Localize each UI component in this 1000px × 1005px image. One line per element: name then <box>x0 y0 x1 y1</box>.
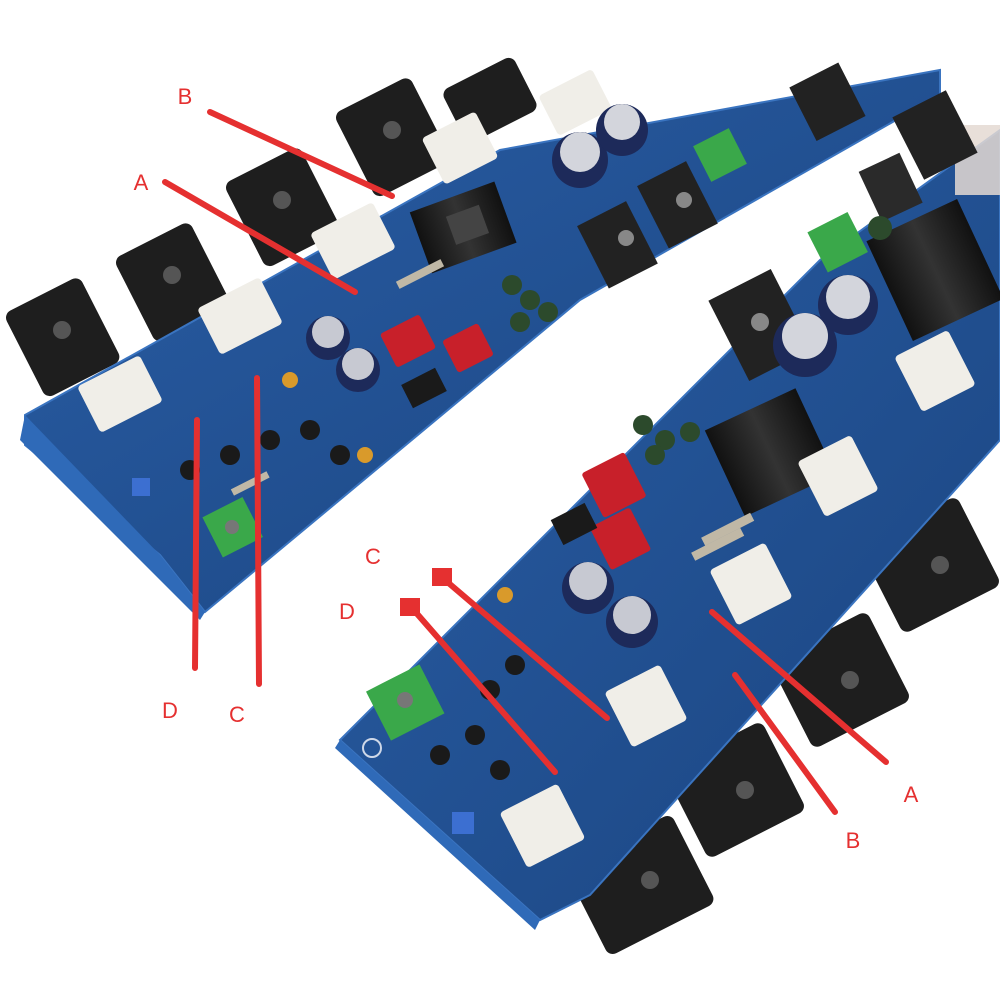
right-board-resistor-blocks <box>500 331 975 867</box>
right-callout-label-a: A <box>903 782 919 807</box>
right-board-small-parts <box>362 512 755 834</box>
right-board-electrolytics <box>562 216 892 648</box>
left-board-electrolytics <box>306 104 648 392</box>
right-callout-label-b: B <box>845 828 861 853</box>
right-callout-marker-d <box>400 598 420 616</box>
left-callout-line-b <box>207 109 395 199</box>
right-board-heatsinks <box>704 152 1000 517</box>
left-callout-label-c: C <box>229 702 245 727</box>
left-board-heatsink <box>409 181 517 274</box>
right-board-opamp <box>550 502 598 546</box>
right-callout-line-d <box>409 605 558 775</box>
right-callout-marker-c <box>432 568 452 586</box>
left-board <box>6 57 941 620</box>
left-board-film-capacitors <box>380 315 493 373</box>
left-board-opamp <box>401 367 447 409</box>
left-callout-line-c <box>254 375 262 687</box>
left-callout-label-b: B <box>177 84 193 109</box>
callout-markers <box>400 568 452 616</box>
right-callout-line-c <box>442 577 610 721</box>
right-callout-label-d: D <box>339 599 355 624</box>
right-callout-label-c: C <box>365 544 381 569</box>
right-callout-line-b <box>732 672 838 815</box>
right-board-film-capacitors <box>582 452 651 570</box>
right-callout-line-a <box>709 609 889 765</box>
left-callout-line-d <box>192 417 200 671</box>
left-callout-label-d: D <box>162 698 178 723</box>
left-board-terminals <box>202 62 866 558</box>
callout-lines <box>162 109 889 815</box>
left-callout-line-a <box>162 179 358 295</box>
left-callout-label-a: A <box>133 170 149 195</box>
right-board <box>335 90 1000 955</box>
left-board-resistor-blocks <box>78 70 611 432</box>
